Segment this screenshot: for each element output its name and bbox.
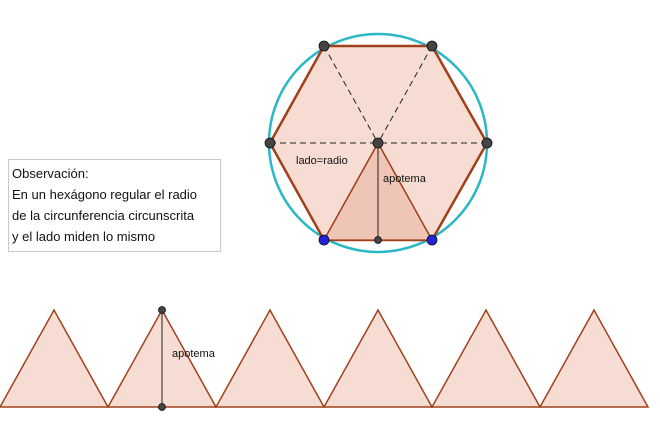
point-center[interactable]: [372, 137, 384, 149]
radius-bottom-right: [377, 142, 433, 241]
observation-line-1: En un hexágono regular el radio: [12, 187, 198, 202]
strip-triangle-1: [0, 308, 110, 408]
label-apothem-top: apotema: [383, 173, 427, 185]
strip-triangle-6: [538, 308, 650, 408]
hexagon-points: [264, 40, 493, 246]
strip-triangle-3: [214, 308, 326, 408]
triangle-strip: [0, 308, 650, 408]
strip-triangle-5: [430, 308, 542, 408]
label-apothem-bottom: apotema: [172, 348, 216, 360]
point-right[interactable]: [481, 137, 493, 149]
point-apothem-foot[interactable]: [374, 236, 382, 244]
strip-triangle-4: [322, 308, 434, 408]
radius-top-left: [323, 45, 379, 144]
observation-line-2: de la circunferencia circunscrita: [12, 208, 195, 223]
point-top-right[interactable]: [426, 40, 438, 52]
point-bottom-left[interactable]: [318, 234, 330, 246]
strip-apothem-top-point[interactable]: [158, 306, 166, 314]
observation-line-3: y el lado miden lo mismo: [12, 229, 156, 244]
strip-apothem-bottom-point[interactable]: [158, 403, 166, 411]
dashed-radii: [270, 45, 487, 144]
observation-box: Observación: En un hexágono regular el r…: [8, 159, 221, 252]
radius-top-right: [377, 45, 433, 144]
label-side-equals-radius: lado=radio: [296, 155, 348, 167]
point-left[interactable]: [264, 137, 276, 149]
radius-bottom-left: [323, 142, 379, 241]
observation-title: Observación:: [12, 166, 89, 181]
point-top-left[interactable]: [318, 40, 330, 52]
point-bottom-right[interactable]: [426, 234, 438, 246]
